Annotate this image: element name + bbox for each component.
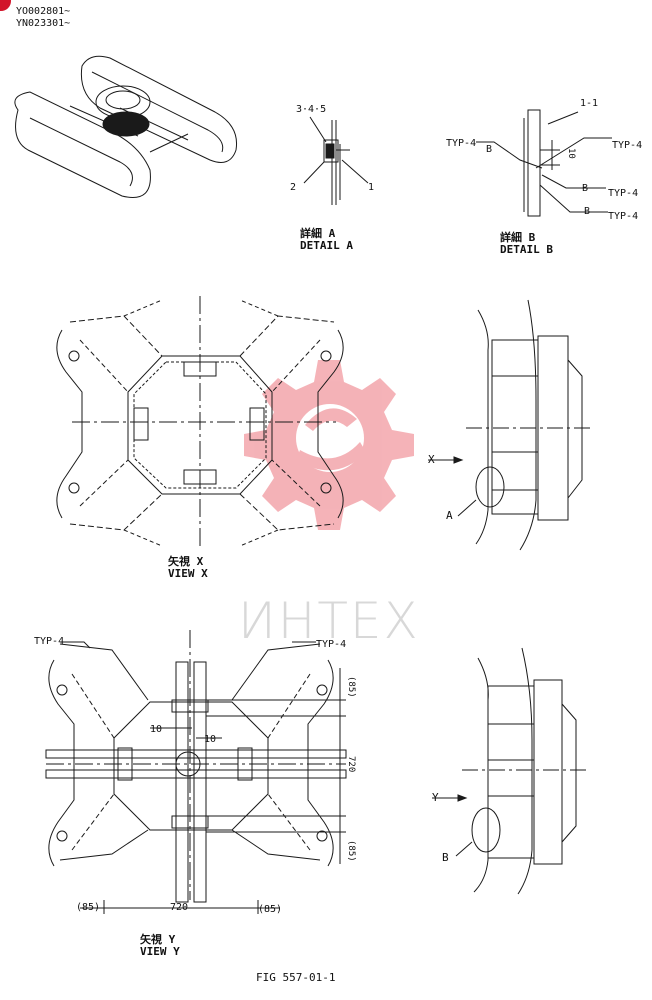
serial-number-1: YO002801~ [16, 6, 71, 17]
side-y-detail-label: B [442, 851, 449, 864]
figure-number: FIG 557-01-1 [256, 971, 336, 984]
side-x-arrow-label: X [428, 453, 435, 466]
weld-b-label-1: B [486, 144, 493, 155]
serial-number-2: YN023301~ [16, 18, 71, 29]
typ-label-b3: TYP-4 [608, 188, 639, 199]
dim-b-10: 10 [566, 148, 576, 159]
corner-mark [0, 0, 11, 11]
side-x-detail-label: A [446, 509, 453, 522]
view-y-drawing [45, 630, 347, 914]
dim-y-left-85: (85) [76, 902, 101, 913]
detail-a-caption-en: DETAIL A [300, 239, 353, 252]
detail-b-drawing [476, 109, 612, 217]
dim-y-bottom-85: (85) [346, 840, 356, 862]
view-x-drawing [56, 296, 344, 548]
view-y-caption-en: VIEW Y [140, 945, 180, 958]
watermark-gear [244, 360, 414, 530]
detail-b-caption-en: DETAIL B [500, 243, 553, 256]
part-label-1-1: 1-1 [580, 98, 599, 109]
view-y-caption-jp: 矢視 Y [140, 933, 176, 946]
view-x-caption-en: VIEW X [168, 567, 208, 580]
side-y-arrow-label: Y [432, 791, 439, 804]
dim-y-720-vertical: 720 [346, 756, 356, 773]
dim-y-720-horizontal: 720 [170, 902, 189, 913]
weld-b-label-2: B [582, 183, 589, 194]
side-x-drawing [428, 299, 590, 551]
detail-a-drawing [303, 116, 369, 205]
dim-y-top-85: (85) [346, 676, 356, 698]
watermark-text: ИНТЕХ [238, 592, 420, 650]
side-y-drawing [432, 647, 586, 895]
view-x-caption-jp: 矢視 X [168, 555, 204, 568]
part-label-1: 1 [368, 182, 375, 193]
detail-b-caption-jp: 詳細 B [500, 231, 536, 244]
typ-label-y2: TYP-4 [316, 639, 347, 650]
part-label-2: 2 [290, 182, 297, 193]
part-label-3-4-5: 3·4·5 [296, 104, 327, 115]
typ-label-b2: TYP-4 [612, 140, 643, 151]
dim-y-10-right: 10 [204, 734, 217, 745]
dim-y-10-left: 10 [150, 724, 163, 735]
weld-b-label-3: B [584, 206, 591, 217]
dim-y-right-85: (85) [258, 904, 283, 915]
typ-label-b1: TYP-4 [446, 138, 477, 149]
typ-label-y1: TYP-4 [34, 636, 65, 647]
detail-a-caption-jp: 詳細 A [300, 227, 336, 240]
typ-label-b4: TYP-4 [608, 211, 639, 222]
undercarriage-sketch [14, 55, 238, 198]
